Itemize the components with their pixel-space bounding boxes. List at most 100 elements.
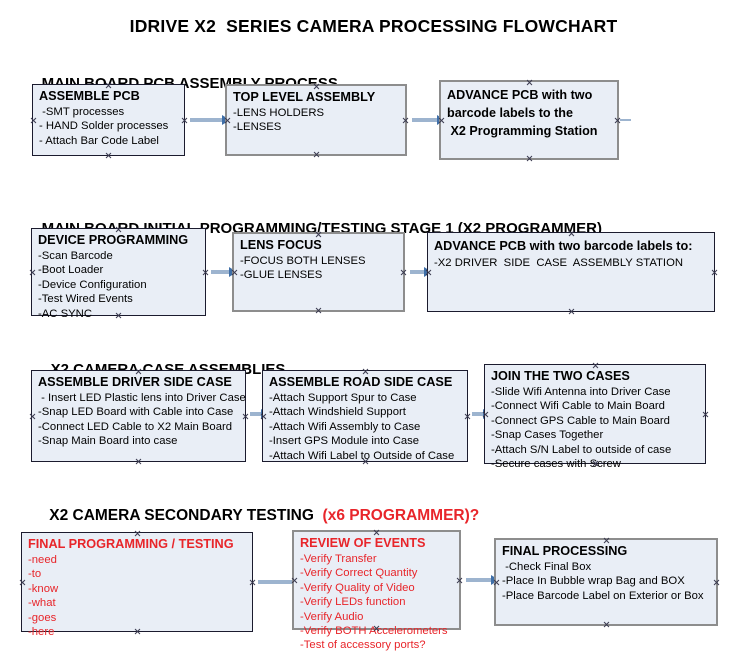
node-body: ADVANCE PCB with two barcode labels to t…	[447, 86, 612, 140]
node-device-programming[interactable]: DEVICE PROGRAMMING -Scan Barcode -Boot L…	[29, 228, 209, 320]
connection-handle-right[interactable]	[702, 411, 709, 418]
connection-handle-bottom[interactable]	[135, 458, 142, 465]
node-line: -LENS HOLDERS	[233, 107, 325, 119]
connection-handle-right[interactable]	[181, 117, 188, 124]
node-line: -Place Barcode Label on Exterior or Box	[502, 589, 704, 602]
node-join-the-two-cases[interactable]: JOIN THE TWO CASES -Slide Wifi Antenna i…	[484, 362, 709, 470]
connection-handle-bottom[interactable]	[105, 152, 112, 159]
node-lens-focus[interactable]: LENS FOCUS -FOCUS BOTH LENSES -GLUE LENS…	[232, 232, 405, 312]
connection-handle-bottom[interactable]	[315, 307, 322, 314]
node-advance-pcb-to-driver-side-case-station[interactable]: ADVANCE PCB with two barcode labels to: …	[427, 232, 715, 312]
connection-handle-top[interactable]	[526, 79, 533, 86]
node-line: -Place In Bubble wrap Bag and BOX	[502, 575, 685, 588]
node-line: -Snap Main Board into case	[38, 435, 178, 448]
connection-handle-right[interactable]	[249, 579, 256, 586]
connection-handle-left[interactable]	[30, 117, 37, 124]
node-top-level-assembly[interactable]: TOP LEVEL ASSEMBLY -LENS HOLDERS -LENSES	[225, 84, 407, 156]
node-assemble-pcb[interactable]: ASSEMBLE PCB -SMT processes - HAND Solde…	[32, 84, 185, 156]
node-line: - Attach Bar Code Label	[39, 134, 159, 147]
connection-handle-top[interactable]	[592, 362, 599, 369]
node-line: -goes	[28, 611, 57, 624]
node-body: -LENS HOLDERS -LENSES	[233, 106, 400, 135]
connection-handle-bottom[interactable]	[526, 155, 533, 162]
node-final-programming-testing[interactable]: FINAL PROGRAMMING / TESTING -need -to -k…	[19, 532, 256, 638]
node-line: -Verify Correct Quantity	[300, 567, 418, 580]
node-body: -need -to -know -what -goes -here	[28, 553, 247, 639]
node-line: -SMT processes	[39, 106, 125, 118]
node-line: -LENSES	[233, 121, 282, 134]
connection-handle-left[interactable]	[231, 269, 238, 276]
node-body: -Attach Support Spur to Case -Attach Win…	[269, 391, 462, 463]
node-title: TOP LEVEL ASSEMBLY	[233, 90, 376, 104]
connection-handle-right[interactable]	[713, 579, 720, 586]
node-body: -X2 DRIVER SIDE CASE ASSEMBLY STATION	[434, 256, 709, 270]
node-line: -Test Wired Events	[38, 293, 133, 306]
connection-handle-right[interactable]	[242, 413, 249, 420]
arrow-right-icon-device-programming-to-lens-focus	[211, 267, 237, 277]
node-line: -Verify Quality of Video	[300, 581, 415, 594]
node-review-of-events[interactable]: REVIEW OF EVENTS -Verify Transfer -Verif…	[291, 529, 463, 651]
section-heading-red-suffix: (x6 PROGRAMMER)?	[322, 507, 480, 524]
connection-handle-left[interactable]	[493, 579, 500, 586]
node-line: -Attach Wifi Assembly to Case	[269, 420, 421, 433]
node-line: ADVANCE PCB with two	[447, 88, 593, 102]
node-line: -Connect Wifi Cable to Main Board	[491, 400, 665, 413]
arrow-right-icon-review-to-final-processing	[466, 575, 499, 585]
node-line: -what	[28, 597, 56, 610]
connection-handle-left[interactable]	[438, 117, 445, 124]
node-line: -X2 DRIVER SIDE CASE ASSEMBLY STATION	[434, 257, 684, 269]
connection-handle-top[interactable]	[315, 231, 322, 238]
node-line: -Attach S/N Label to outside of case	[491, 443, 672, 456]
node-line: -Verify Transfer	[300, 553, 377, 565]
node-body: -Verify Transfer -Verify Correct Quantit…	[300, 552, 454, 653]
node-line: -Verify Audio	[300, 610, 364, 623]
connection-handle-bottom[interactable]	[568, 308, 575, 315]
node-title: JOIN THE TWO CASES	[491, 369, 630, 383]
node-line: -GLUE LENSES	[240, 269, 323, 282]
connection-handle-right[interactable]	[402, 117, 409, 124]
connection-handle-top[interactable]	[313, 83, 320, 90]
node-final-processing[interactable]: FINAL PROCESSING -Check Final Box -Place…	[494, 538, 718, 626]
section-heading-text: X2 CAMERA SECONDARY TESTING	[49, 507, 323, 524]
node-line: -Slide Wifi Antenna into Driver Case	[491, 386, 671, 398]
node-line: -know	[28, 582, 59, 595]
node-body: -Scan Barcode -Boot Loader -Device Confi…	[38, 249, 200, 321]
node-title: ASSEMBLE PCB	[39, 89, 140, 103]
connection-handle-left[interactable]	[19, 579, 26, 586]
connection-handle-left[interactable]	[291, 577, 298, 584]
node-body: - Insert LED Plastic lens into Driver Ca…	[38, 391, 246, 449]
node-line: - HAND Solder processes	[39, 120, 169, 133]
node-title: ASSEMBLE ROAD SIDE CASE	[269, 375, 453, 389]
connection-handle-right[interactable]	[464, 413, 471, 420]
arrow-right-icon-driver-case-to-road-case	[250, 409, 269, 419]
connection-handle-right[interactable]	[456, 577, 463, 584]
connection-handle-top[interactable]	[362, 368, 369, 375]
node-line: -Attach Windshield Support	[269, 406, 406, 419]
connection-handle-left[interactable]	[29, 413, 36, 420]
connection-handle-top[interactable]	[373, 529, 380, 536]
page-title: IDRIVE X2 SERIES CAMERA PROCESSING FLOWC…	[129, 16, 618, 36]
node-line: -Snap LED Board with Cable into Case	[38, 406, 234, 419]
node-line: -Secure cases with Screw	[491, 458, 621, 471]
node-line: -Boot Loader	[38, 264, 104, 277]
node-assemble-road-side-case[interactable]: ASSEMBLE ROAD SIDE CASE -Attach Support …	[262, 370, 468, 462]
arrow-right-icon-final-programming-to-review	[258, 577, 300, 587]
node-line: -to	[28, 568, 42, 581]
node-line: -Connect LED Cable to X2 Main Board	[38, 420, 233, 433]
node-advance-pcb-to-x2-programming-station[interactable]: ADVANCE PCB with two barcode labels to t…	[439, 80, 619, 160]
connection-handle-bottom[interactable]	[603, 621, 610, 628]
node-assemble-driver-side-case[interactable]: ASSEMBLE DRIVER SIDE CASE - Insert LED P…	[31, 370, 246, 462]
node-line: -Device Configuration	[38, 278, 147, 291]
connection-handle-top[interactable]	[603, 537, 610, 544]
connection-handle-left[interactable]	[224, 117, 231, 124]
connection-handle-right[interactable]	[400, 269, 407, 276]
node-title: DEVICE PROGRAMMING	[38, 233, 189, 247]
connection-handle-bottom[interactable]	[313, 151, 320, 158]
connection-handle-right[interactable]	[711, 269, 718, 276]
node-line: -Check Final Box	[502, 561, 592, 573]
connection-handle-left[interactable]	[29, 269, 36, 276]
node-line: X2 Programming Station	[447, 124, 598, 138]
node-title: ASSEMBLE DRIVER SIDE CASE	[38, 375, 232, 389]
connection-handle-right[interactable]	[202, 269, 209, 276]
arrow-right-icon-lens-focus-to-advance-pcb	[410, 267, 432, 277]
